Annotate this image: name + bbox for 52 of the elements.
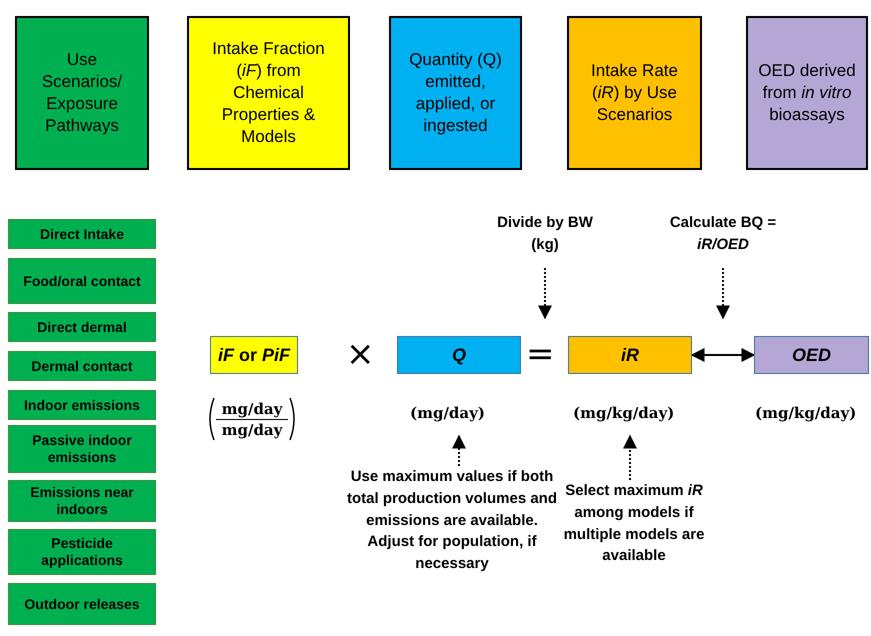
annotation-text: Use maximum values if both total production volumes and emissions are available. Adjust for population, if necessary xyxy=(346,467,558,574)
variable-box xyxy=(210,336,298,374)
unit-label: mg/day xyxy=(222,400,282,418)
node-label: Dermal contact xyxy=(31,358,133,374)
pathway-box xyxy=(8,480,156,522)
node-label: Intake Rate (iR) by Use Scenarios xyxy=(590,60,679,126)
node-label: Food/oral contact xyxy=(23,272,141,290)
pathway-box xyxy=(8,583,156,625)
node-label: Q xyxy=(452,344,466,366)
pathway-box xyxy=(8,312,156,342)
node-label: Direct Intake xyxy=(40,226,124,242)
category-box xyxy=(187,16,350,170)
node-label: Passive indoor emissions xyxy=(31,432,133,466)
category-box xyxy=(389,16,522,170)
node-label: Use Scenarios/ Exposure Pathways xyxy=(40,48,124,138)
annotation-text: Select maximum iR among models if multiple models are available xyxy=(562,481,706,566)
node-label: Emissions near indoors xyxy=(29,484,135,518)
node-label: OED derived from in vitro bioassays xyxy=(758,60,856,126)
equals-sign: = xyxy=(526,337,554,371)
arrow xyxy=(623,434,637,480)
unit-label: (mg/kg/day) xyxy=(755,404,856,422)
node-label: Indoor emissions xyxy=(24,396,140,414)
arrow xyxy=(690,348,756,362)
pathway-box xyxy=(8,529,156,575)
unit-label: (mg/kg/day) xyxy=(573,404,674,422)
variable-box xyxy=(754,336,869,374)
node-label: Quantity (Q) emitted, applied, or ingested xyxy=(408,48,503,138)
annotation-text: Divide by BW (kg) xyxy=(496,213,594,255)
pathway-box xyxy=(8,258,156,304)
arrow xyxy=(452,434,466,466)
category-box xyxy=(746,16,868,170)
pathway-box xyxy=(8,351,156,381)
node-label: Pesticide applications xyxy=(40,535,124,569)
category-box xyxy=(567,16,702,170)
multiply-sign: × xyxy=(346,337,374,371)
unit-label: mg/day xyxy=(222,420,282,438)
node-label: iR xyxy=(621,344,639,366)
annotation-text: Calculate BQ = iR/OED xyxy=(668,213,778,255)
pathway-box xyxy=(8,425,156,473)
node-label: OED xyxy=(792,344,831,366)
pathway-box xyxy=(8,390,156,420)
node-label: Intake Fraction (iF) from Chemical Properties & Models xyxy=(211,38,326,148)
node-label: Direct dermal xyxy=(37,318,127,336)
node-label: Outdoor releases xyxy=(24,596,140,612)
node-label: iF or PiF xyxy=(218,344,290,366)
category-box xyxy=(15,16,149,170)
variable-box xyxy=(397,336,521,374)
unit-label: (mg/day) xyxy=(410,404,485,422)
pathway-box xyxy=(8,219,156,249)
arrow xyxy=(538,268,552,320)
arrow xyxy=(716,268,730,320)
variable-box xyxy=(568,336,692,374)
